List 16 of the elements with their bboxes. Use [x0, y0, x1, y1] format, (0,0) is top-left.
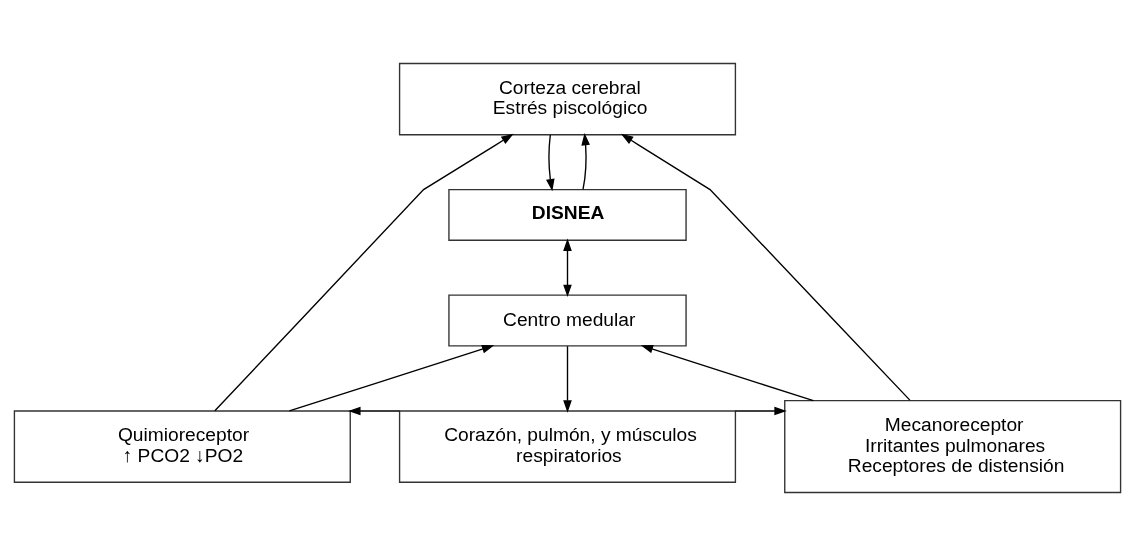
arrow	[546, 134, 555, 192]
arrow	[640, 344, 815, 402]
arrow	[563, 345, 572, 413]
arrow	[348, 406, 401, 416]
arrow	[581, 132, 590, 190]
arrow	[620, 133, 911, 401]
node-box: Quimioreceptor ↑ PCO2 ↓PO2	[13, 410, 351, 483]
arrow	[563, 238, 572, 297]
node-box: Corteza cerebral Estrés piscológico	[398, 62, 737, 136]
node-box: DISNEA	[448, 188, 687, 241]
node-box: Mecanoreceptor Irritantes pulmonares Receptores de distensión	[784, 400, 1122, 494]
arrow	[288, 344, 495, 412]
node-box: Centro medular	[448, 294, 687, 347]
arrow	[214, 133, 514, 412]
arrow	[734, 406, 787, 416]
node-box: Corazón, pulmón, y músculos respiratorios	[398, 410, 737, 483]
